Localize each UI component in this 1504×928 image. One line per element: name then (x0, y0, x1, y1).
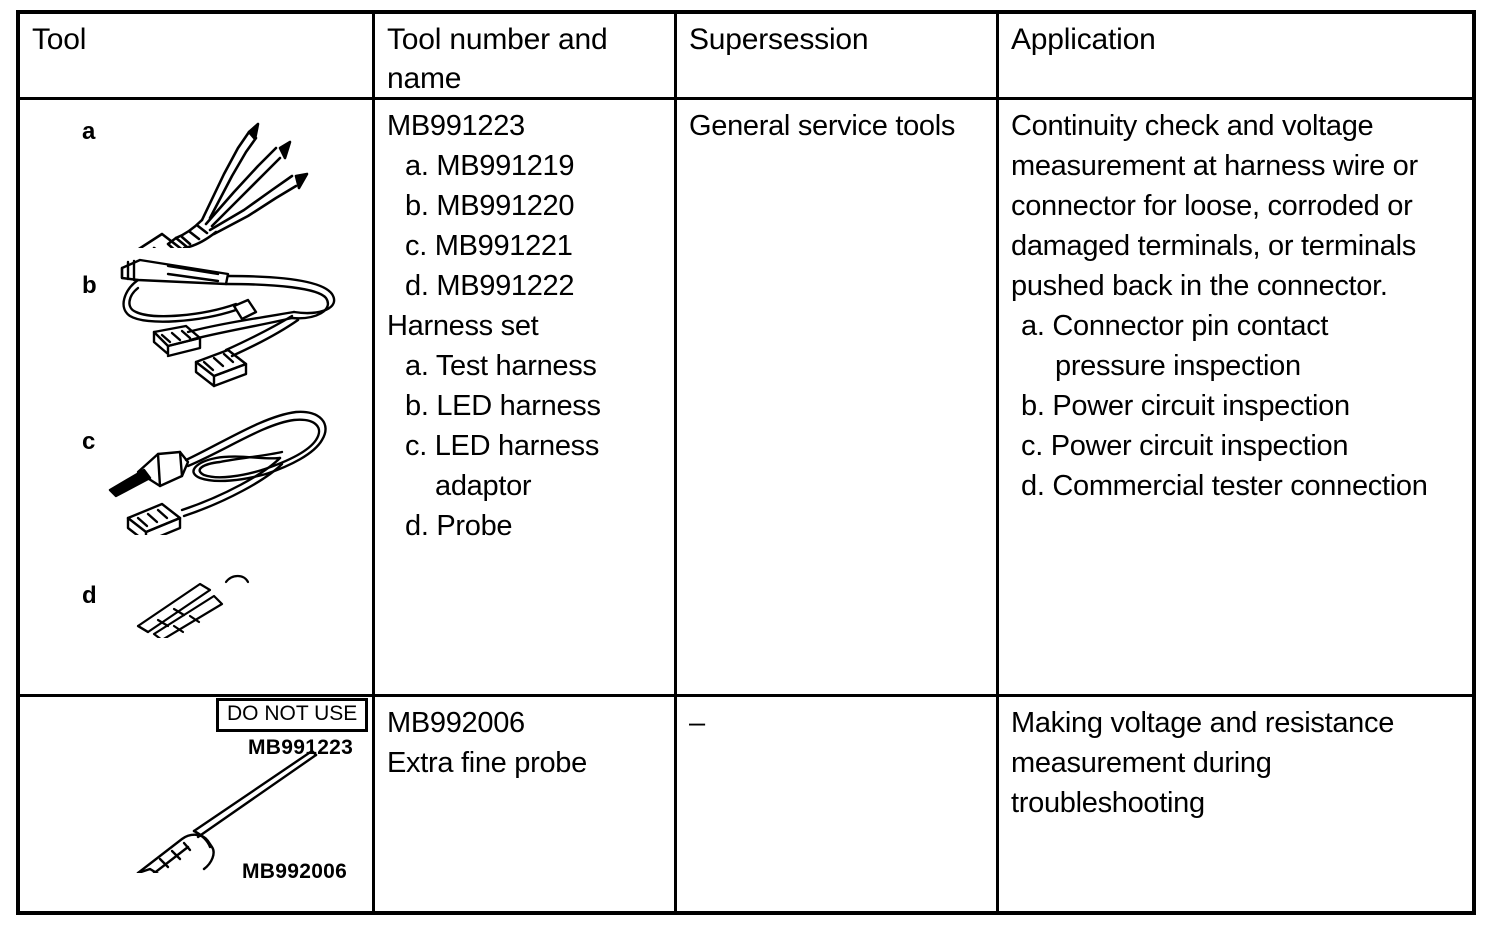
table-header-row: Tool Tool number and name Supersession A… (20, 14, 1472, 100)
led-harness-illustration (108, 250, 348, 390)
column-header-supersession: Supersession (689, 23, 869, 56)
application-cell-mb991223: Continuity check and voltage measurement… (999, 100, 1472, 694)
table-row: MB992006 MB992006 Extra fine probe – Mak… (20, 697, 1472, 911)
column-header-tool-number-and-name: Tool number and name (387, 23, 608, 95)
header-cell-tool: Tool (20, 14, 375, 97)
tool-main-number: MB992006 (387, 707, 525, 739)
tool-sub-name-b: b. LED harness (405, 390, 601, 422)
figure-letter-b: b (82, 272, 97, 299)
header-cell-supersession: Supersession (677, 14, 999, 97)
tool-sub-name-d: d. Probe (405, 510, 513, 542)
probe-illustration (130, 568, 250, 638)
tool-figures-cell-mb992006: MB992006 (20, 697, 375, 911)
application-item-d: d. Commercial tester connection (1021, 470, 1428, 502)
figure-letter-d: d (82, 582, 97, 609)
tool-sub-number-c: c. MB991221 (405, 230, 573, 262)
extra-fine-probe-illustration (116, 743, 346, 873)
column-header-application: Application (1011, 23, 1156, 56)
tool-number-cell-mb991223: MB991223 a. MB991219 b. MB991220 c. MB99… (375, 100, 677, 694)
tool-set-name: Harness set (387, 310, 539, 342)
application-description: Making voltage and resistance measuremen… (1011, 707, 1402, 819)
supersession-cell-mb992006: – (677, 697, 999, 911)
do-not-use-badge: DO NOT USE (216, 698, 369, 732)
tool-sub-name-c-continued: adaptor (435, 470, 532, 502)
application-item-c: c. Power circuit inspection (1021, 430, 1349, 462)
tool-number-cell-mb992006: MB992006 Extra fine probe (375, 697, 677, 911)
header-cell-tool-number-and-name: Tool number and name (375, 14, 677, 97)
tool-figures-cell-mb991223: a (20, 100, 375, 759)
column-header-tool: Tool (32, 23, 87, 56)
application-description: Continuity check and voltage measurement… (1011, 110, 1426, 302)
tool-sub-name-a: a. Test harness (405, 350, 597, 382)
tool-sub-number-d: d. MB991222 (405, 270, 575, 302)
tool-sub-number-b: b. MB991220 (405, 190, 575, 222)
application-cell-mb992006: Making voltage and resistance measuremen… (999, 697, 1472, 911)
led-harness-adaptor-illustration (104, 400, 344, 535)
tool-set-name: Extra fine probe (387, 747, 587, 779)
figure-letter-a: a (82, 118, 95, 145)
tool-table: Tool Tool number and name Supersession A… (16, 10, 1476, 915)
figure-part-number-caption: MB992006 (242, 860, 348, 883)
figure-part-number-caption: MB991223 (248, 736, 354, 759)
supersession-value: General service tools (689, 110, 956, 142)
application-item-a-continued: pressure inspection (1055, 350, 1301, 382)
table-row: a (20, 100, 1472, 759)
tool-sub-name-c: c. LED harness (405, 430, 600, 462)
test-harness-illustration (106, 108, 336, 248)
figure-letter-c: c (82, 428, 95, 455)
supersession-cell-mb991223: General service tools (677, 100, 999, 694)
header-cell-application: Application (999, 14, 1472, 97)
application-item-b: b. Power circuit inspection (1021, 390, 1350, 422)
tool-sub-number-a: a. MB991219 (405, 150, 575, 182)
tool-main-number: MB991223 (387, 110, 525, 142)
supersession-value: – (689, 707, 706, 739)
application-item-a: a. Connector pin contact (1021, 310, 1329, 342)
